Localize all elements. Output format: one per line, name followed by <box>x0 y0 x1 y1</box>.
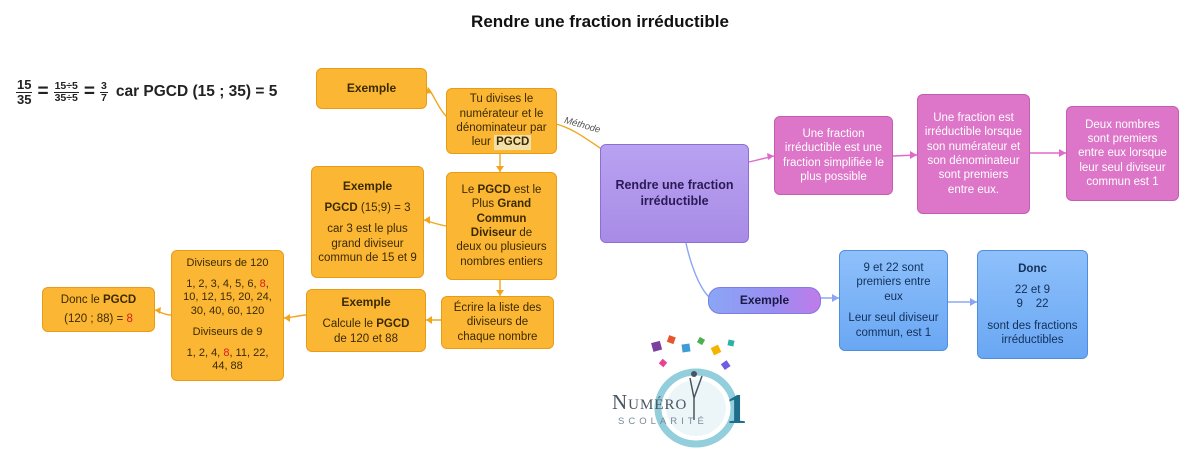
text-span: Calcule le <box>322 318 377 331</box>
exemple-title: Exemple <box>342 178 393 193</box>
connector-center-pill <box>685 242 709 297</box>
divisors-88-line1: 1, 2, 4, 8, 11, 22, <box>187 347 269 361</box>
exemple3-line2: de 120 et 88 <box>334 332 398 345</box>
equals-sign: = <box>37 81 49 103</box>
exemple-pill-label: Exemple <box>739 293 790 307</box>
text-span: (120 ; 88) = <box>64 312 127 325</box>
exemple-title: Exemple <box>341 295 391 310</box>
text-span: Plus <box>471 198 498 211</box>
divisors-list-node[interactable]: Diviseurs de 120 1, 2, 3, 4, 5, 6, 8, 10… <box>171 250 284 381</box>
fraction-numerator: 15 <box>16 77 33 93</box>
fraction-denominator: 35÷5 <box>54 91 78 104</box>
example-node-9-22[interactable]: 9 et 22 sont premiers entre eux Leur seu… <box>839 250 948 351</box>
text-span: de <box>516 227 533 239</box>
pgcd-result: 8 <box>126 312 133 325</box>
exemple2-line2: car 3 est le plus grand diviseur commun … <box>318 223 417 264</box>
pgcd-definition-line5: deux ou plusieurs nombres entiers <box>456 241 547 268</box>
divisors-120-heading: Diviseurs de 120 <box>186 256 269 269</box>
definition-text: Une fraction est irréductible lorsque so… <box>924 111 1023 196</box>
highlight-common-divisor: 8 <box>223 346 230 359</box>
page-title: Rendre une fraction irréductible <box>471 12 729 31</box>
exemple-pill-node[interactable]: Exemple <box>708 287 821 314</box>
text-span: , 11, 22, <box>229 346 269 359</box>
fraction-numerator: 3 <box>99 79 108 93</box>
conclusion-title: Donc <box>1018 262 1047 275</box>
logo-wordmark: Numéro <box>612 390 688 414</box>
logo-subtitle: SCOLARITÉ <box>618 416 708 427</box>
donc-pgcd-line2: (120 ; 88) = 8 <box>64 312 133 326</box>
formula-explanation: car PGCD (15 ; 35) = 5 <box>115 83 278 101</box>
donc-pgcd-node[interactable]: Donc le PGCD (120 ; 88) = 8 <box>42 287 155 332</box>
exemple-node-formula[interactable]: Exemple <box>316 68 427 109</box>
numero1-logo: Numéro 1 SCOLARITÉ <box>610 330 760 455</box>
donc-pgcd-line1: Donc le PGCD <box>61 293 136 307</box>
fraction-denominator: 35 <box>17 91 32 107</box>
step-list-text: Écrire la liste des diviseurs de chaque … <box>453 301 542 343</box>
connector-center-method <box>555 123 604 151</box>
divisors-120-line3: 30, 40, 60, 120 <box>190 305 265 318</box>
fraction-15-35: 15 35 <box>16 77 33 107</box>
text-span: PGCD <box>376 318 410 331</box>
exemple-node-pgcd-120-88[interactable]: Exemple Calcule le PGCD de 120 et 88 <box>306 289 426 352</box>
text-span: PGCD <box>102 294 137 307</box>
divisors-120-line1: 1, 2, 3, 4, 5, 6, 8, <box>186 278 269 292</box>
fraction-denominator: 7 <box>100 91 107 104</box>
exemple2-line1: PGCD (15;9) = 3 <box>325 201 411 215</box>
definition-text: Deux nombres sont premiers entre eux lor… <box>1078 118 1167 189</box>
divisors-120-line2: 10, 12, 15, 20, 24, <box>183 291 272 304</box>
exemple-title: Exemple <box>346 81 397 95</box>
text-span: PGCD <box>477 183 511 196</box>
text-span: (15;9) = 3 <box>357 201 411 214</box>
text-span: Diviseur <box>470 227 517 239</box>
highlight-common-divisor: 8 <box>259 277 266 290</box>
logo-number: 1 <box>726 387 747 433</box>
example-formula: 15 35 = 15÷5 35÷5 = 3 7 car PGCD (15 ; 3… <box>14 78 277 106</box>
conclusion-line: 9 22 <box>1016 298 1049 311</box>
exemple3-line1: Calcule le PGCD <box>323 317 410 331</box>
fraction-divided: 15÷5 35÷5 <box>53 79 79 104</box>
pgcd-definition-line3: Commun <box>476 212 527 225</box>
equals-sign: = <box>83 81 95 103</box>
text-span: 1, 2, 4, <box>186 346 224 359</box>
method-line: Tu divises le numérateur et le dénominat… <box>456 93 547 149</box>
central-topic-label: Rendre une fraction irréductible <box>615 177 734 208</box>
conclusion-line: 22 et 9 <box>1014 283 1051 296</box>
step-list-divisors-node[interactable]: Écrire la liste des diviseurs de chaque … <box>441 296 554 349</box>
pgcd-definition-line4: Diviseur de <box>471 226 532 240</box>
conclusion-line: sont des fractions irréductibles <box>987 319 1078 347</box>
conclusion-node-donc[interactable]: Donc 22 et 9 9 22 sont des fractions irr… <box>977 250 1088 359</box>
text-span: PGCD <box>324 201 358 214</box>
pgcd-definition-node[interactable]: Le PGCD est le Plus Grand Commun Diviseu… <box>446 172 557 280</box>
pgcd-tag: PGCD <box>494 135 532 150</box>
fraction-3-7: 3 7 <box>99 79 108 104</box>
definition-node-irreductible[interactable]: Une fraction irréductible est une fracti… <box>774 116 893 195</box>
text-span: Le <box>461 183 478 196</box>
text-span: , <box>265 277 269 290</box>
fraction-numerator: 15÷5 <box>53 79 79 93</box>
blue-line: 9 et 22 sont premiers entre eux <box>856 262 931 303</box>
definition-text: Une fraction irréductible est une fracti… <box>783 127 884 183</box>
central-topic-node[interactable]: Rendre une fraction irréductible <box>600 144 749 243</box>
logo-graphic <box>651 335 738 448</box>
blue-line: Leur seul diviseur commun, est 1 <box>848 312 939 339</box>
text-span: 1, 2, 3, 4, 5, 6, <box>186 277 260 290</box>
definition-node-premiers[interactable]: Une fraction est irréductible lorsque so… <box>917 94 1030 214</box>
exemple-node-pgcd-15-9[interactable]: Exemple PGCD (15;9) = 3 car 3 est le plu… <box>311 166 424 278</box>
method-node[interactable]: Tu divises le numérateur et le dénominat… <box>446 88 557 154</box>
pgcd-definition-line2: Plus Grand <box>472 197 531 211</box>
pgcd-definition-line1: Le PGCD est le <box>462 183 542 197</box>
text-span: est le <box>510 183 542 196</box>
text-span: Grand <box>497 198 532 211</box>
method-text: Tu divises le numérateur et le dénominat… <box>453 92 550 150</box>
text-span: Donc le <box>60 294 103 307</box>
definition-node-nombres-premiers[interactable]: Deux nombres sont premiers entre eux lor… <box>1066 106 1179 201</box>
divisors-88-line2: 44, 88 <box>212 360 243 373</box>
divisors-88-heading: Diviseurs de 9 <box>192 325 263 338</box>
